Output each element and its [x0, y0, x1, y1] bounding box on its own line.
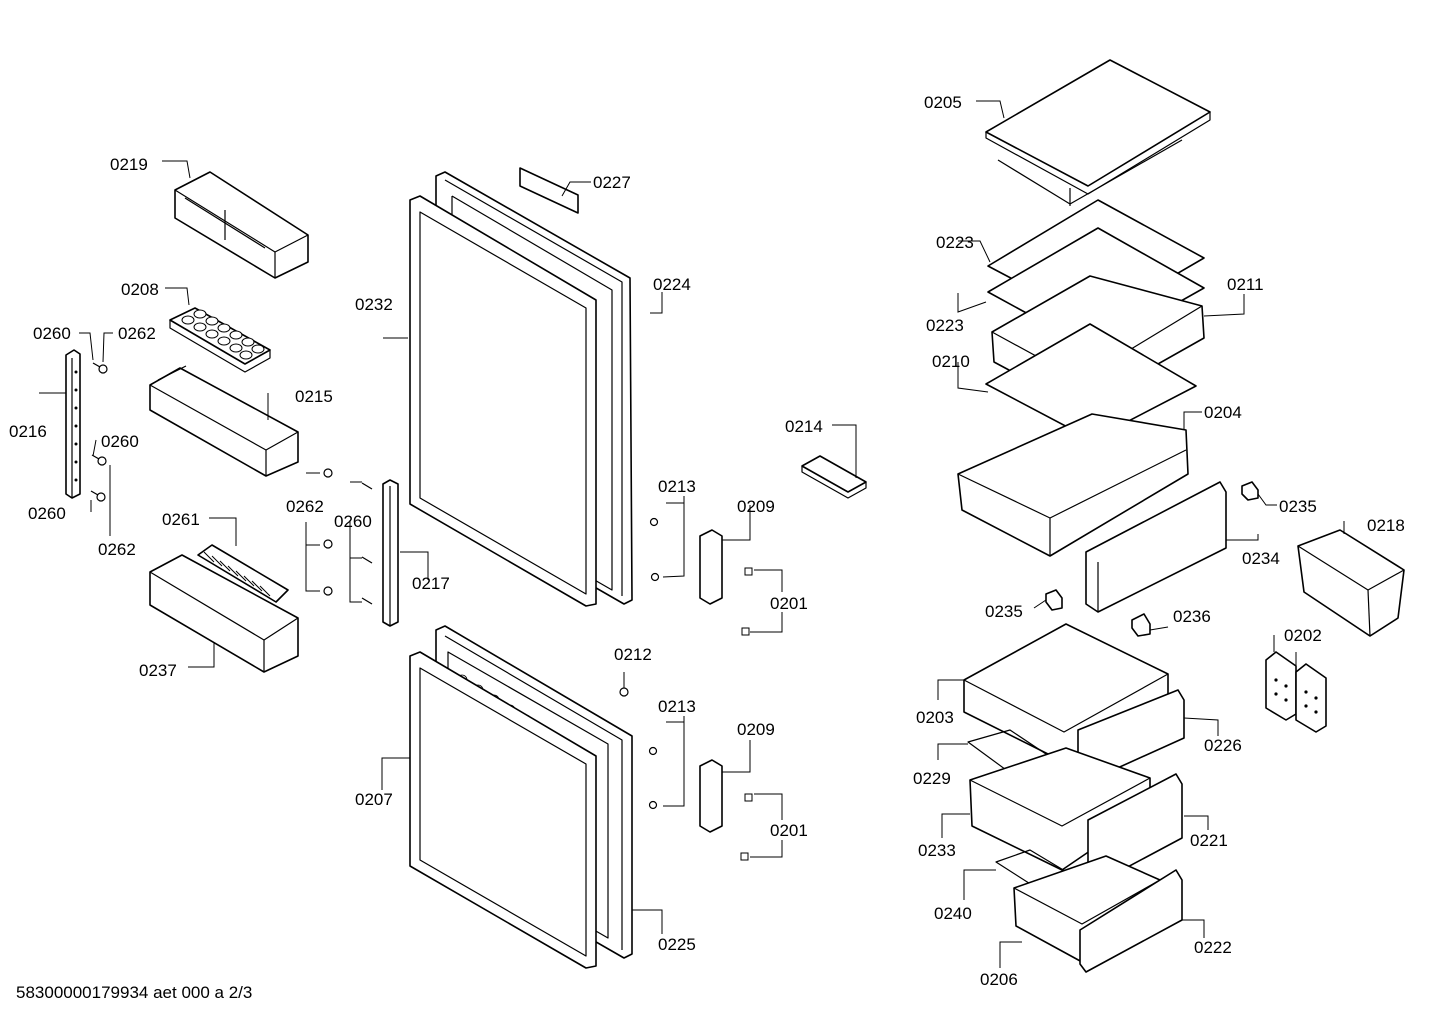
- label-0223: 0223: [936, 233, 974, 252]
- part-screws-0260: [90, 362, 108, 502]
- part-0232-upper-gasket: [409, 195, 597, 607]
- label-0260: 0260: [334, 512, 372, 531]
- label-0260: 0260: [28, 504, 66, 523]
- part-0205-shelf: [985, 59, 1211, 206]
- part-0202-cold-packs: [1265, 651, 1327, 733]
- label-0201: 0201: [770, 594, 808, 613]
- part-0219-bin: [174, 171, 309, 279]
- label-0223: 0223: [926, 316, 964, 335]
- label-0221: 0221: [1190, 831, 1228, 850]
- label-0261: 0261: [162, 510, 200, 529]
- label-0207: 0207: [355, 790, 393, 809]
- label-0209: 0209: [737, 720, 775, 739]
- label-0216: 0216: [9, 422, 47, 441]
- part-clips-0235: [1045, 481, 1259, 637]
- label-0240: 0240: [934, 904, 972, 923]
- part-0207-lower-gasket: [409, 651, 597, 969]
- leader-lines: [39, 100, 1345, 968]
- part-0209-lower-handle: [699, 759, 723, 833]
- label-0227: 0227: [593, 173, 631, 192]
- part-0218-box: [1297, 529, 1405, 637]
- label-0222: 0222: [1194, 938, 1232, 957]
- label-0209: 0209: [737, 497, 775, 516]
- part-screws-0213: [619, 517, 660, 810]
- label-0204: 0204: [1204, 403, 1242, 422]
- label-0211: 0211: [1227, 275, 1264, 294]
- label-0262: 0262: [286, 497, 324, 516]
- label-0233: 0233: [918, 841, 956, 860]
- label-0219: 0219: [110, 155, 148, 174]
- label-0260: 0260: [33, 324, 71, 343]
- part-0209-upper-handle: [699, 529, 723, 605]
- label-0226: 0226: [1204, 736, 1242, 755]
- part-0210-sheet: [985, 323, 1197, 441]
- label-0260: 0260: [101, 432, 139, 451]
- part-0215-door-shelf: [149, 365, 299, 477]
- part-0206-drawer: [1013, 855, 1161, 963]
- label-0215: 0215: [295, 387, 333, 406]
- label-0212: 0212: [614, 645, 652, 664]
- label-0235: 0235: [985, 602, 1023, 621]
- label-0224: 0224: [653, 275, 691, 294]
- label-0214: 0214: [785, 417, 823, 436]
- label-0235: 0235: [1279, 497, 1317, 516]
- part-0234-front-panel: [1085, 481, 1227, 613]
- label-0234: 0234: [1242, 549, 1280, 568]
- label-0237: 0237: [139, 661, 177, 680]
- label-0213: 0213: [658, 697, 696, 716]
- label-0232: 0232: [355, 295, 393, 314]
- part-0216-rail: [65, 349, 81, 499]
- part-0208-egg-tray: [169, 307, 271, 373]
- part-caps-0201: [740, 567, 753, 861]
- label-0210: 0210: [932, 352, 970, 371]
- label-0217: 0217: [412, 574, 450, 593]
- label-0236: 0236: [1173, 607, 1211, 626]
- part-0261-divider: [197, 544, 289, 603]
- label-0262: 0262: [98, 540, 136, 559]
- label-0218: 0218: [1367, 516, 1405, 535]
- part-0204-drawer: [957, 413, 1189, 557]
- label-0201: 0201: [770, 821, 808, 840]
- part-screws-0262: [323, 468, 373, 605]
- label-0213: 0213: [658, 477, 696, 496]
- label-0205: 0205: [924, 93, 962, 112]
- part-0217-rail: [382, 479, 399, 627]
- label-0206: 0206: [980, 970, 1018, 989]
- callout-labels: 0205 0219 0227 0223 0208 0224 0211 0232 …: [9, 93, 1405, 989]
- part-0227-label: [519, 167, 579, 214]
- label-0203: 0203: [916, 708, 954, 727]
- label-0208: 0208: [121, 280, 159, 299]
- label-0202: 0202: [1284, 626, 1322, 645]
- part-0214-ice-tray: [801, 455, 867, 499]
- drawing-footer: 58300000179934 aet 000 a 2/3: [16, 983, 252, 1002]
- label-0229: 0229: [913, 769, 951, 788]
- label-0262: 0262: [118, 324, 156, 343]
- label-0225: 0225: [658, 935, 696, 954]
- part-0237-bottle-shelf: [149, 554, 299, 673]
